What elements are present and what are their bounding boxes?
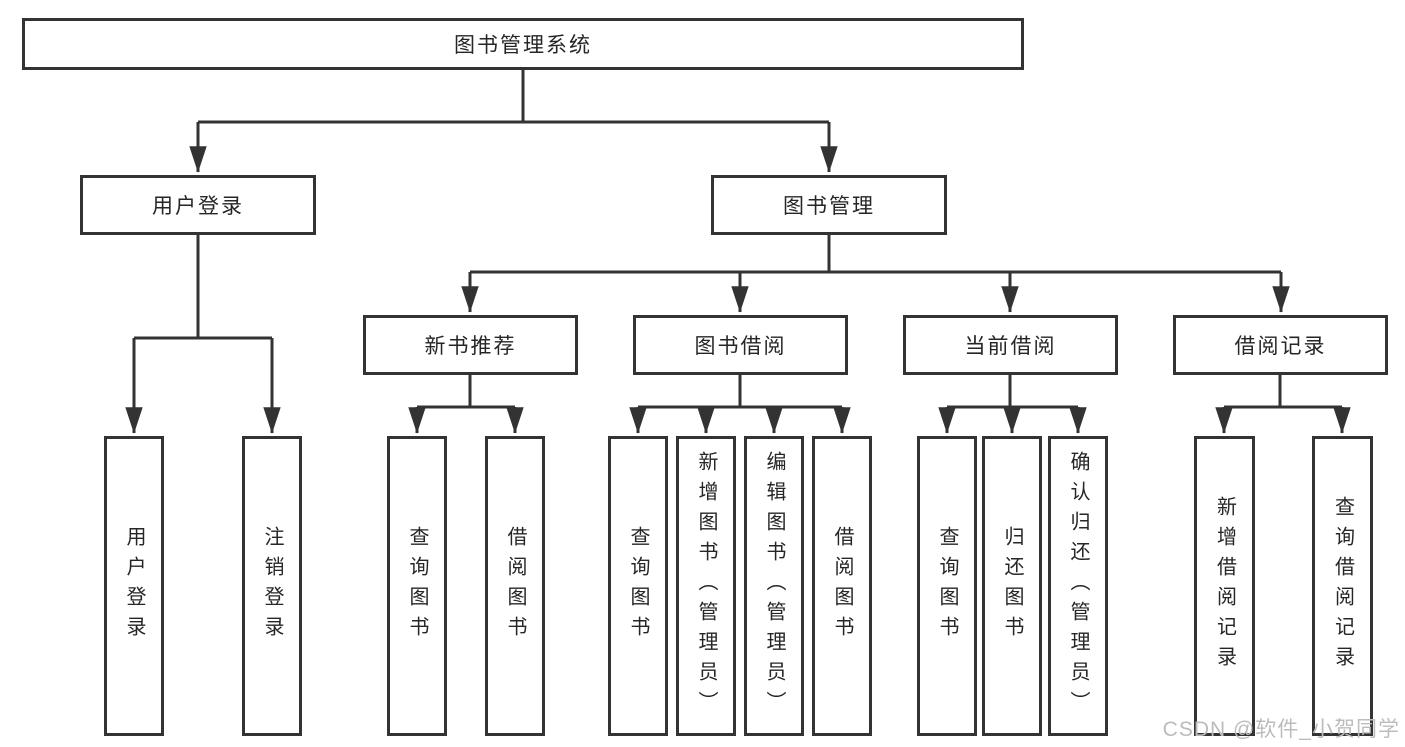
connector-user-login: [134, 235, 272, 340]
connector-recommend: [417, 375, 515, 409]
leaf-user-login: 用户登录: [104, 436, 164, 736]
node-current-borrowing: 当前借阅: [903, 315, 1118, 375]
connector-records: [1224, 375, 1342, 409]
leaf-logout: 注销登录: [242, 436, 302, 736]
node-new-book-recommendation: 新书推荐: [363, 315, 578, 375]
connector-book-mgmt: [470, 235, 1281, 274]
leaf-query-books-current: 查询图书: [917, 436, 977, 736]
leaf-borrow-books-borrow: 借阅图书: [812, 436, 872, 736]
leaf-query-borrow-record: 查询借阅记录: [1312, 436, 1373, 736]
node-book-borrowing: 图书借阅: [633, 315, 848, 375]
connector-current: [947, 375, 1078, 409]
leaf-edit-book-admin: 编辑图书（管理员）: [744, 436, 804, 736]
leaf-borrow-books-recommend: 借阅图书: [485, 436, 545, 736]
leaf-add-borrow-record: 新增借阅记录: [1194, 436, 1255, 736]
node-book-management: 图书管理: [711, 175, 947, 235]
node-user-login: 用户登录: [80, 175, 316, 235]
leaf-query-books-recommend: 查询图书: [387, 436, 447, 736]
leaf-confirm-return-admin: 确认归还（管理员）: [1048, 436, 1108, 736]
leaf-add-book-admin: 新增图书（管理员）: [676, 436, 736, 736]
leaf-query-books-borrow: 查询图书: [608, 436, 668, 736]
connector-borrowing: [638, 375, 842, 409]
node-root: 图书管理系统: [22, 18, 1024, 70]
leaf-return-books: 归还图书: [982, 436, 1042, 736]
watermark: CSDN @软件_小贺同学: [1162, 718, 1400, 741]
node-borrowing-records: 借阅记录: [1173, 315, 1388, 375]
connector-root: [198, 70, 829, 124]
